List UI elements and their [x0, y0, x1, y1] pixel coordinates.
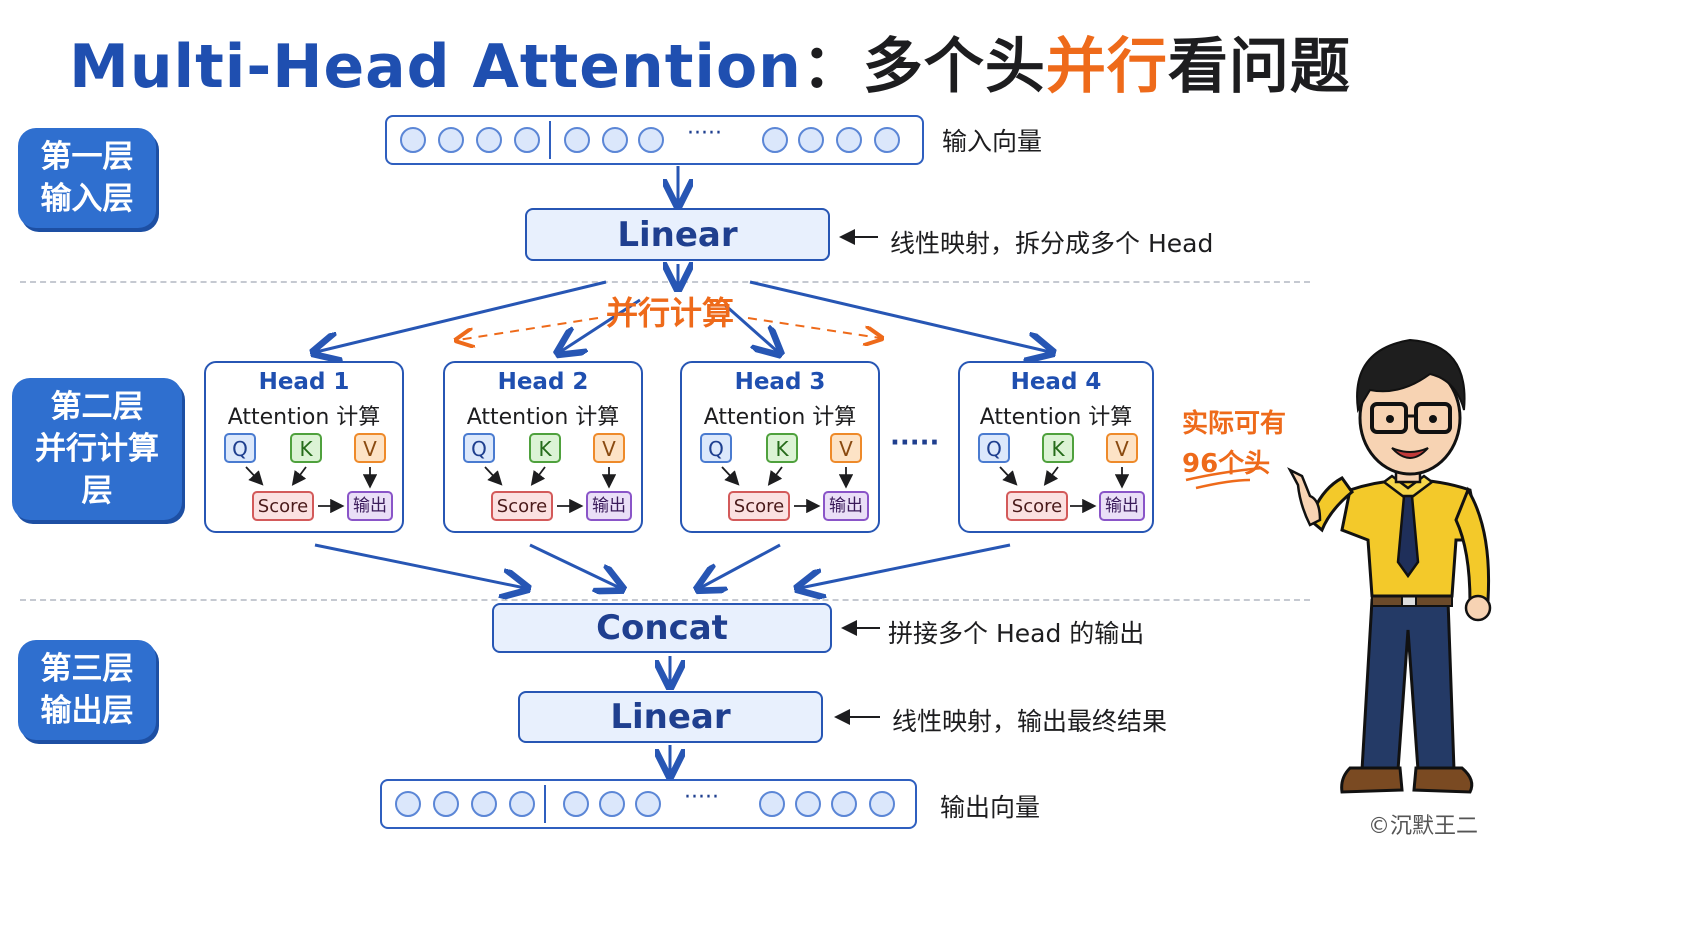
value-chip: V — [830, 433, 862, 463]
concat-note: 拼接多个 Head 的输出 — [888, 619, 1145, 648]
head-subtitle: Attention 计算 — [466, 405, 620, 430]
side-note-line1: 实际可有 — [1182, 409, 1287, 439]
layer-1-line2: 输入层 — [40, 181, 134, 217]
output-chip: 输出 — [347, 491, 393, 521]
title-cn-a: 多个头 — [862, 32, 1046, 102]
output-chip: 输出 — [1099, 491, 1145, 521]
layer-2-line2: 并行计算层 — [35, 431, 159, 509]
value-chip: V — [1106, 433, 1138, 463]
layer-1-line1: 第一层 — [40, 139, 134, 175]
head-title: Head 4 — [1010, 369, 1102, 395]
head-subtitle: Attention 计算 — [227, 405, 381, 430]
title-cn-highlight: 并行 — [1045, 32, 1168, 102]
presenter-illustration — [1287, 338, 1492, 794]
head-subtitle: Attention 计算 — [703, 405, 857, 430]
query-chip: Q — [224, 433, 256, 463]
title-en: Multi-Head Attention — [69, 32, 802, 102]
separator-2 — [20, 599, 1310, 601]
output-vector-ellipsis: ····· — [684, 785, 719, 810]
layer-badge-2: 第二层 并行计算层 — [12, 378, 182, 520]
output-chip: 输出 — [823, 491, 869, 521]
head-subtitle: Attention 计算 — [979, 405, 1133, 430]
output-vector-cells — [395, 785, 895, 823]
query-chip: Q — [463, 433, 495, 463]
head-internal-arrows — [999, 466, 1130, 514]
side-note: 实际可有 96个头 — [1182, 404, 1286, 484]
parallel-label: 并行计算 — [606, 294, 735, 332]
head-card-4: Head 4 Attention 计算 Q K V Score 输出 — [958, 361, 1154, 533]
layer-3-line2: 输出层 — [40, 693, 134, 729]
copyright-text: ©沉默王二 — [1368, 814, 1479, 839]
score-chip: Score — [491, 491, 553, 521]
key-chip: K — [529, 433, 561, 463]
linear-in-box: Linear — [525, 208, 830, 261]
linear-out-note: 线性映射，输出最终结果 — [892, 707, 1168, 736]
head-internal-arrows — [721, 466, 854, 514]
head-card-3: Head 3 Attention 计算 Q K V Score 输出 — [680, 361, 880, 533]
query-chip: Q — [700, 433, 732, 463]
key-chip: K — [290, 433, 322, 463]
input-vector: ····· — [385, 115, 924, 165]
output-vector: ····· — [380, 779, 917, 829]
key-chip: K — [1042, 433, 1074, 463]
title-cn-b: 看问题 — [1167, 32, 1351, 102]
concat-box: Concat — [492, 603, 832, 653]
layer-2-line1: 第二层 — [50, 389, 144, 425]
score-chip: Score — [1006, 491, 1068, 521]
layer-badge-1: 第一层 输入层 — [18, 128, 156, 228]
head-card-1: Head 1 Attention 计算 Q K V Score 输出 — [204, 361, 404, 533]
linear-in-note: 线性映射，拆分成多个 Head — [890, 229, 1214, 258]
head-card-2: Head 2 Attention 计算 Q K V Score 输出 — [443, 361, 643, 533]
linear-out-box: Linear — [518, 691, 823, 743]
input-vector-ellipsis: ····· — [687, 121, 722, 146]
head-title: Head 1 — [258, 369, 350, 395]
heads-ellipsis: ····· — [890, 428, 940, 458]
value-chip: V — [593, 433, 625, 463]
layer-badge-3: 第三层 输出层 — [18, 640, 156, 740]
score-chip: Score — [728, 491, 790, 521]
layer-3-line1: 第三层 — [40, 651, 134, 687]
value-chip: V — [354, 433, 386, 463]
output-chip: 输出 — [586, 491, 632, 521]
side-note-line2: 96个头 — [1182, 449, 1271, 479]
head-internal-arrows — [245, 466, 378, 514]
input-vector-label: 输入向量 — [942, 127, 1043, 156]
key-chip: K — [766, 433, 798, 463]
score-chip: Score — [252, 491, 314, 521]
query-chip: Q — [978, 433, 1010, 463]
head-title: Head 3 — [734, 369, 826, 395]
head-internal-arrows — [484, 466, 617, 514]
head-title: Head 2 — [497, 369, 589, 395]
input-vector-cells — [400, 121, 900, 159]
output-vector-label: 输出向量 — [940, 793, 1041, 822]
title-colon: ： — [801, 32, 863, 102]
page-title: Multi-Head Attention：多个头并行看问题 — [0, 18, 1420, 105]
